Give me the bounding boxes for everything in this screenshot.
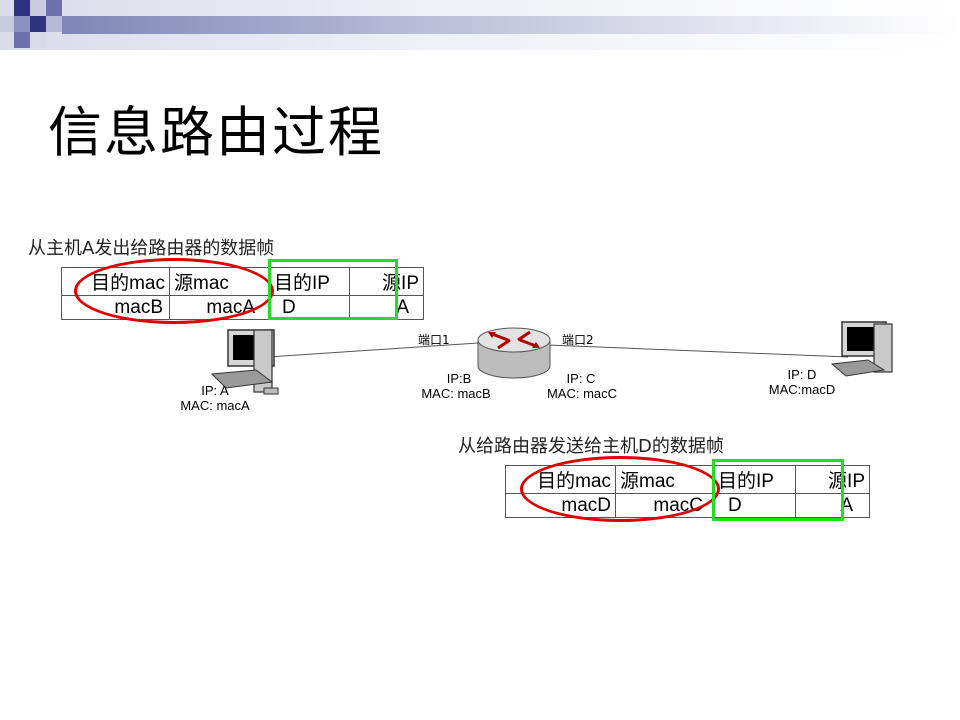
frame-b-dst-ip-value: D (713, 493, 796, 518)
header-square (30, 0, 46, 16)
router-ip-b-label: IP:B (446, 371, 472, 386)
frame-a-mac-highlight-oval (74, 258, 274, 324)
router-ip-c-label: IP: C (566, 371, 596, 386)
header-square (14, 16, 30, 32)
frame-b-caption: 从给路由器发送给主机D的数据帧 (458, 436, 724, 457)
host-a-computer-icon (210, 329, 279, 395)
link-router-d (547, 344, 849, 358)
router-mac-c-label: MAC: macC (546, 386, 618, 401)
frame-b-src-ip-header: 源IP (795, 465, 870, 494)
slide-title: 信息路由过程 (48, 101, 384, 164)
router-port1-label: 端口1 (418, 333, 450, 347)
host-d-ip-label: IP: D (787, 367, 817, 382)
header-square (30, 16, 46, 32)
link-a-router (267, 342, 479, 358)
header-square (14, 0, 30, 16)
header-gradient-bar (62, 16, 960, 34)
frame-a-src-ip-value: A (349, 295, 424, 320)
frame-a-caption: 从主机A发出给路由器的数据帧 (28, 238, 275, 259)
header-square (30, 32, 46, 48)
header-band (0, 0, 960, 50)
header-square (14, 32, 30, 48)
router-port2-label: 端口2 (562, 333, 594, 347)
header-square (0, 16, 16, 32)
router-mac-b-label: MAC: macB (421, 386, 491, 401)
router-icon (477, 327, 551, 379)
host-a-ip-label: IP: A (201, 383, 229, 398)
host-d-computer-icon (830, 321, 893, 377)
host-d-mac-label: MAC:macD (768, 382, 836, 397)
header-square (46, 0, 62, 16)
frame-b-mac-highlight-oval (520, 456, 720, 522)
host-a-mac-label: MAC: macA (180, 398, 250, 413)
frame-b-ip-highlight-box (712, 459, 844, 521)
header-square (46, 16, 62, 32)
frame-a-ip-highlight-box (268, 259, 398, 320)
